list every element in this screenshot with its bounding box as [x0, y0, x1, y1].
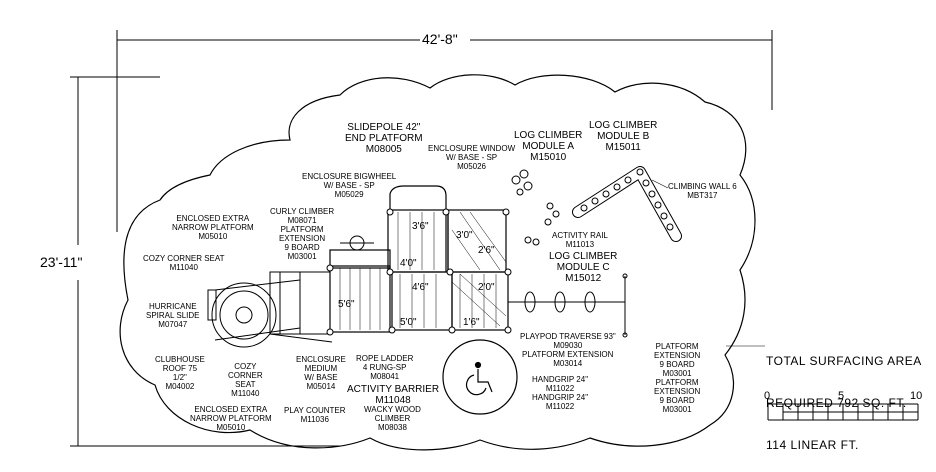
accessibility-icon: [442, 339, 518, 415]
log-climber-b: [572, 166, 682, 242]
platform-dim: 4'0": [400, 258, 417, 269]
label-enclosed-narrow-bottom: ENCLOSED EXTRA NARROW PLATFORM M05010: [190, 405, 272, 432]
width-dimension-line: [116, 30, 773, 232]
platform-dim: 2'6": [478, 245, 495, 256]
label-slidepole: SLIDEPOLE 42" END PLATFORM M08005: [345, 122, 423, 155]
label-platform-ext-right: PLATFORM EXTENSION 9 BOARD M03001 PLATFO…: [654, 342, 701, 414]
label-log-climber-b: LOG CLIMBER MODULE B M15011: [589, 120, 658, 153]
deck-hatching: [339, 211, 507, 330]
label-play-counter: PLAY COUNTER M11036: [284, 406, 346, 424]
label-handgrips: HANDGRIP 24" M11022 HANDGRIP 24" M11022: [532, 375, 589, 411]
label-wacky-wood: WACKY WOOD CLIMBER M08038: [364, 405, 421, 432]
label-enclosure-window: ENCLOSURE WINDOW W/ BASE - SP M05026: [428, 144, 516, 171]
bigwheel: [340, 235, 374, 251]
leader-lines: [651, 179, 765, 347]
scale-tick: 10: [910, 390, 923, 402]
playpod-traverse: [508, 273, 628, 338]
label-activity-rail: ACTIVITY RAIL M11013: [552, 231, 608, 249]
scale-tick: 0: [764, 390, 771, 402]
platform-dim: 5'6": [338, 299, 355, 310]
label-enclosure-bigwheel: ENCLOSURE BIGWHEEL W/ BASE - SP M05029: [302, 172, 397, 199]
label-clubhouse-roof: CLUBHOUSE ROOF 75 1/2" M04002: [155, 355, 205, 391]
surfacing-note-line: TOTAL SURFACING AREA: [766, 354, 922, 368]
label-rope-ladder: ROPE LADDER 4 RUNG-SP M08041: [356, 354, 414, 381]
platform-dim: 5'0": [400, 317, 417, 328]
label-activity-barrier: ACTIVITY BARRIER M11048: [347, 384, 440, 406]
surfacing-note-line: REQUIRED 792 SQ. FT.: [766, 396, 907, 410]
surfacing-note-line: 114 LINEAR FT.: [766, 438, 859, 452]
platform-dim: 2'0": [478, 282, 495, 293]
label-enclosed-narrow-top: ENCLOSED EXTRA NARROW PLATFORM M05010: [172, 214, 254, 241]
label-hurricane-slide: HURRICANE SPIRAL SLIDE M07047: [146, 302, 200, 329]
width-dimension: 42'-8": [422, 31, 458, 47]
surfacing-boundary: [119, 74, 756, 451]
label-enclosure-medium: ENCLOSURE MEDIUM W/ BASE M05014: [296, 355, 346, 391]
surfacing-note: TOTAL SURFACING AREA REQUIRED 792 SQ. FT…: [766, 326, 922, 466]
platform-dim: 3'6": [412, 221, 429, 232]
height-dimension: 23'-11": [40, 254, 83, 270]
label-cozy-corner-bottom: COZY CORNER SEAT M11040: [228, 362, 263, 398]
label-log-climber-a: LOG CLIMBER MODULE A M15010: [514, 130, 583, 163]
platform-posts: [326, 208, 512, 336]
scale-bar: [767, 403, 919, 421]
log-climber-a: [511, 169, 560, 246]
label-cozy-corner-left: COZY CORNER SEAT M11040: [143, 254, 225, 272]
scale-tick: 5: [838, 390, 845, 402]
label-climbing-wall: CLIMBING WALL 6 MBT317: [668, 182, 737, 200]
label-curly-climber: CURLY CLIMBER M08071 PLATFORM EXTENSION …: [270, 207, 335, 261]
platform-dim: 1'6": [463, 317, 480, 328]
label-playpod: PLAYPOD TRAVERSE 93" M09030: [520, 332, 616, 350]
label-log-climber-c: LOG CLIMBER MODULE C M15012: [549, 251, 618, 284]
platform-dim: 3'0": [456, 230, 473, 241]
main-platforms: [329, 185, 509, 333]
platform-dim: 4'6": [412, 282, 429, 293]
label-platform-ext-mid: PLATFORM EXTENSION M03014: [522, 350, 614, 368]
spiral-slide: [207, 279, 301, 348]
